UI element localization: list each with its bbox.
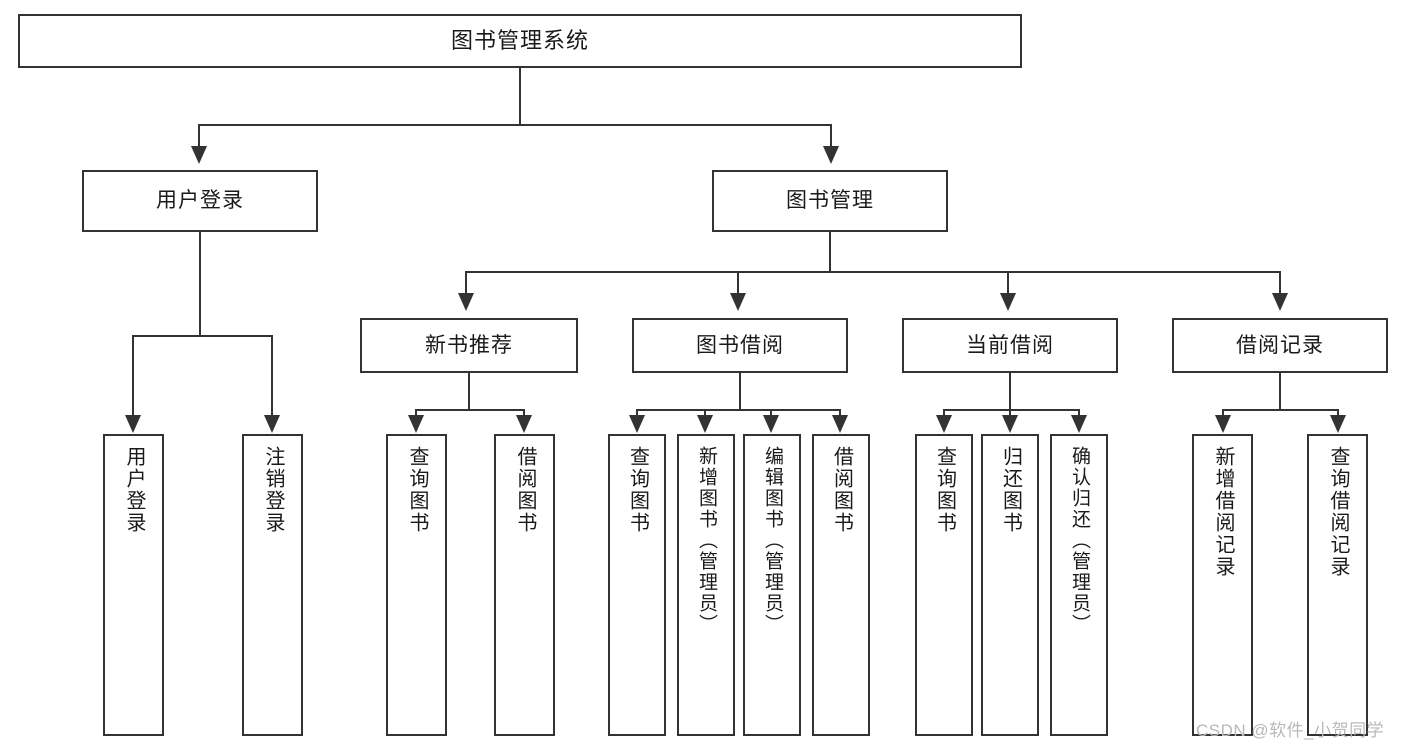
node-leaf-query-book-borrow[interactable]: 查询图书 xyxy=(608,434,666,736)
node-new-book-recommend[interactable]: 新书推荐 xyxy=(360,318,578,373)
connector-borrow-record-bar xyxy=(1222,409,1339,411)
arrowhead-to-book-management xyxy=(823,146,839,164)
arrowhead-to-book-borrow xyxy=(730,293,746,311)
connector-root-stem xyxy=(519,68,521,124)
node-leaf-query-borrow-record[interactable]: 查询借阅记录 xyxy=(1307,434,1368,736)
connector-nbr-drop-2 xyxy=(523,409,525,415)
connector-user-login-stem xyxy=(199,232,201,335)
arrowhead-to-leaf-logout-login xyxy=(264,415,280,433)
node-label: 新增借阅记录 xyxy=(1212,446,1234,578)
node-leaf-return-book[interactable]: 归还图书 xyxy=(981,434,1039,736)
connector-bb-drop-1 xyxy=(636,409,638,415)
connector-cb-drop-2 xyxy=(1009,409,1011,415)
connector-book-management-stem xyxy=(829,232,831,271)
node-label: 用户登录 xyxy=(156,189,244,213)
connector-bb-drop-3 xyxy=(770,409,772,415)
node-leaf-borrow-book-borrow[interactable]: 借阅图书 xyxy=(812,434,870,736)
node-label: 用户登录 xyxy=(123,446,145,534)
arrowhead-to-user-login xyxy=(191,146,207,164)
node-label: 查询图书 xyxy=(626,446,649,534)
node-leaf-edit-book-admin[interactable]: 编辑图书（管理员） xyxy=(743,434,801,736)
connector-current-borrow-stem xyxy=(1009,373,1011,409)
connector-level3-bar xyxy=(465,271,1281,273)
node-label: 借阅图书 xyxy=(514,446,536,534)
node-book-borrow[interactable]: 图书借阅 xyxy=(632,318,848,373)
node-label: 借阅记录 xyxy=(1236,333,1324,357)
connector-user-login-drop-left xyxy=(132,335,134,415)
arrowhead-to-leaf-query-book-3 xyxy=(936,415,952,433)
connector-root-bar xyxy=(198,124,832,126)
connector-root-drop-right xyxy=(830,124,832,146)
node-label: 归还图书 xyxy=(999,446,1022,534)
node-root-book-management-system[interactable]: 图书管理系统 xyxy=(18,14,1022,68)
arrowhead-to-new-book-recommend xyxy=(458,293,474,311)
arrowhead-to-leaf-borrow-book-1 xyxy=(516,415,532,433)
connector-nbr-drop-1 xyxy=(415,409,417,415)
node-label: 查询图书 xyxy=(406,446,428,534)
node-label: 查询图书 xyxy=(933,446,956,534)
node-label: 当前借阅 xyxy=(966,333,1054,357)
node-label: 图书借阅 xyxy=(696,333,784,357)
connector-borrow-record-stem xyxy=(1279,373,1281,409)
arrowhead-to-borrow-record xyxy=(1272,293,1288,311)
connector-br-drop-1 xyxy=(1222,409,1224,415)
connector-level3-drop-2 xyxy=(737,271,739,293)
connector-bb-drop-2 xyxy=(704,409,706,415)
node-leaf-add-borrow-record[interactable]: 新增借阅记录 xyxy=(1192,434,1253,736)
node-label: 图书管理系统 xyxy=(450,27,589,53)
node-label: 图书管理 xyxy=(786,189,874,213)
arrowhead-to-leaf-add-record xyxy=(1215,415,1231,433)
connector-user-login-bar xyxy=(132,335,272,337)
node-label: 确认归还（管理员） xyxy=(1068,446,1090,635)
arrowhead-to-leaf-confirm-return xyxy=(1071,415,1087,433)
node-book-management[interactable]: 图书管理 xyxy=(712,170,948,232)
arrowhead-to-leaf-query-book-2 xyxy=(629,415,645,433)
connector-new-book-recommend-bar xyxy=(415,409,525,411)
node-label: 借阅图书 xyxy=(830,446,853,534)
node-label: 编辑图书（管理员） xyxy=(761,446,783,635)
connector-cb-drop-1 xyxy=(943,409,945,415)
connector-br-drop-2 xyxy=(1337,409,1339,415)
node-user-login[interactable]: 用户登录 xyxy=(82,170,318,232)
connector-user-login-drop-right xyxy=(271,335,273,415)
node-leaf-logout-login[interactable]: 注销登录 xyxy=(242,434,303,736)
connector-level3-drop-3 xyxy=(1007,271,1009,293)
arrowhead-to-leaf-add-book xyxy=(697,415,713,433)
connector-book-borrow-stem xyxy=(739,373,741,409)
connector-root-drop-left xyxy=(198,124,200,146)
arrowhead-to-leaf-query-book-1 xyxy=(408,415,424,433)
arrowhead-to-leaf-user-login xyxy=(125,415,141,433)
node-leaf-add-book-admin[interactable]: 新增图书（管理员） xyxy=(677,434,735,736)
node-leaf-borrow-book-new-recommend[interactable]: 借阅图书 xyxy=(494,434,555,736)
node-leaf-confirm-return-admin[interactable]: 确认归还（管理员） xyxy=(1050,434,1108,736)
arrowhead-to-current-borrow xyxy=(1000,293,1016,311)
node-leaf-query-book-new-recommend[interactable]: 查询图书 xyxy=(386,434,447,736)
arrowhead-to-leaf-edit-book xyxy=(763,415,779,433)
arrowhead-to-leaf-return-book xyxy=(1002,415,1018,433)
node-label: 新增图书（管理员） xyxy=(695,446,717,635)
connector-level3-drop-1 xyxy=(465,271,467,293)
node-current-borrow[interactable]: 当前借阅 xyxy=(902,318,1118,373)
connector-book-borrow-bar xyxy=(636,409,841,411)
node-label: 查询借阅记录 xyxy=(1327,446,1349,578)
node-label: 新书推荐 xyxy=(425,333,513,357)
node-leaf-user-login[interactable]: 用户登录 xyxy=(103,434,164,736)
connector-level3-drop-4 xyxy=(1279,271,1281,293)
csdn-watermark: CSDN @软件_小贺同学 xyxy=(1196,721,1385,740)
node-borrow-record[interactable]: 借阅记录 xyxy=(1172,318,1388,373)
arrowhead-to-leaf-query-record xyxy=(1330,415,1346,433)
connector-bb-drop-4 xyxy=(839,409,841,415)
connector-new-book-recommend-stem xyxy=(468,373,470,409)
node-leaf-query-book-current[interactable]: 查询图书 xyxy=(915,434,973,736)
connector-current-borrow-bar xyxy=(943,409,1080,411)
arrowhead-to-leaf-borrow-book-2 xyxy=(832,415,848,433)
connector-cb-drop-3 xyxy=(1078,409,1080,415)
node-label: 注销登录 xyxy=(262,446,284,534)
